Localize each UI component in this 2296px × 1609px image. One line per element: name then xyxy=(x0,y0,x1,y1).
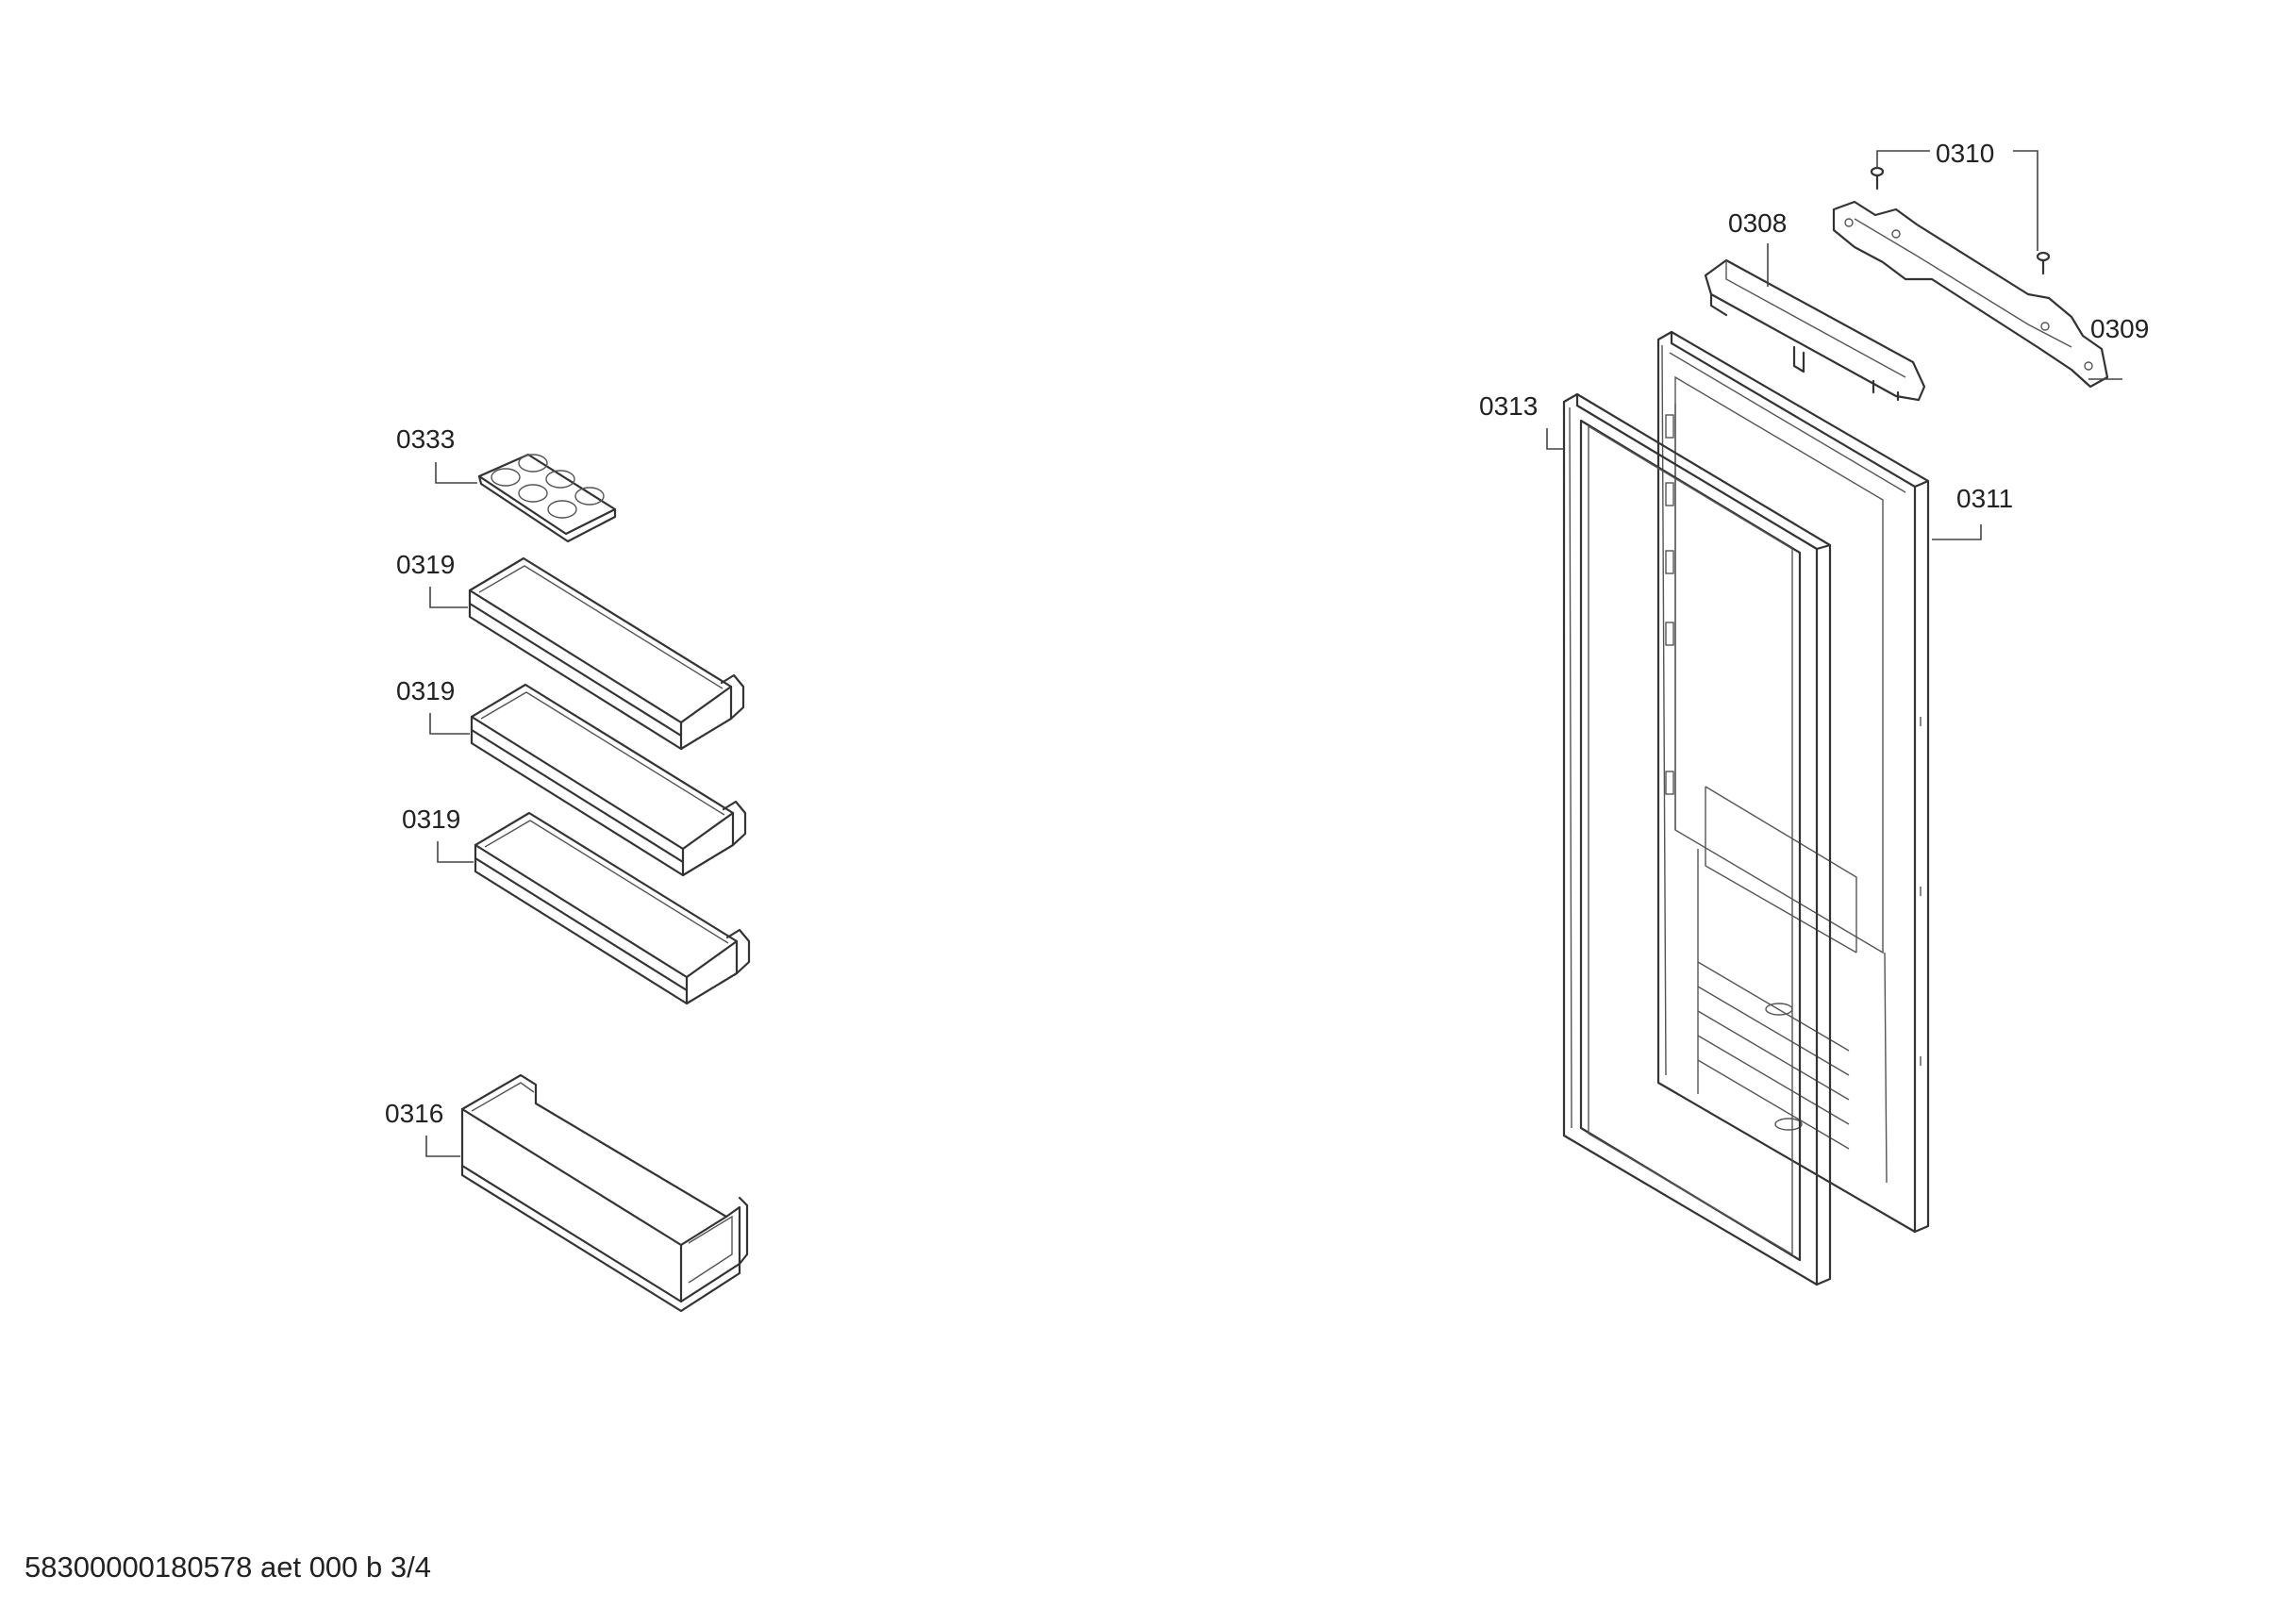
leader-0310-right xyxy=(2013,150,2038,251)
leader-0310-left xyxy=(1876,150,1930,168)
drawing-reference-number: 58300000180578 aet 000 b 3/4 xyxy=(25,1551,431,1584)
door-gasket[interactable] xyxy=(1562,392,1832,1286)
label-0309: 0309 xyxy=(2090,314,2149,343)
leader-0313 xyxy=(1546,428,1564,450)
door-shelf-1[interactable] xyxy=(468,556,745,751)
label-0319-b: 0319 xyxy=(396,676,455,705)
screw-left[interactable] xyxy=(1870,166,1885,191)
leader-0333 xyxy=(435,462,477,484)
label-0313: 0313 xyxy=(1479,391,1538,421)
label-0311: 0311 xyxy=(1956,484,2013,513)
bottle-shelf[interactable] xyxy=(460,1073,749,1313)
door-shelf-3[interactable] xyxy=(474,811,751,1005)
hinge-bracket[interactable] xyxy=(1832,200,2109,389)
door-shelf-2[interactable] xyxy=(470,683,747,877)
leader-0311 xyxy=(1932,524,1982,540)
label-0319-a: 0319 xyxy=(396,550,455,579)
label-0333: 0333 xyxy=(396,424,455,454)
label-0308: 0308 xyxy=(1728,208,1787,238)
leader-0319-c xyxy=(437,841,474,863)
label-0319-c: 0319 xyxy=(402,804,460,834)
label-0316: 0316 xyxy=(385,1099,443,1128)
label-0310: 0310 xyxy=(1936,139,1994,168)
screw-right[interactable] xyxy=(2036,251,2051,275)
leader-0319-a xyxy=(429,587,468,608)
door-panel[interactable] xyxy=(1656,330,1930,1234)
top-cover[interactable] xyxy=(1704,258,1926,402)
egg-tray[interactable] xyxy=(477,453,617,543)
leader-0319-b xyxy=(429,713,470,735)
leader-0316 xyxy=(425,1136,460,1157)
